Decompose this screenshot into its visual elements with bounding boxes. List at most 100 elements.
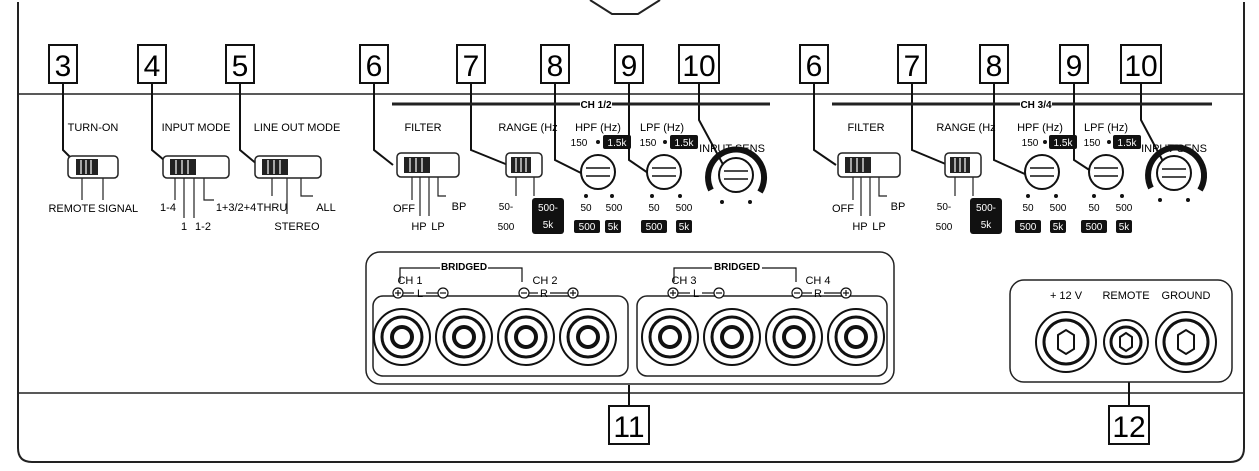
terminal-ch3-minus[interactable]	[703, 308, 761, 366]
ch12-lpf-mid: 150	[640, 138, 657, 149]
ch12-lpf-hi-hi: 5k	[679, 222, 691, 233]
ch34-lpf-lo: 50	[1088, 203, 1100, 214]
ch12-hpf-lo: 50	[580, 203, 592, 214]
ch12-filter-off: OFF	[393, 203, 415, 215]
power-12v-label: + 12 V	[1050, 290, 1083, 302]
terminal-ch2-minus[interactable]	[497, 308, 555, 366]
callout-10a: 10	[678, 44, 720, 84]
terminal-ch4-plus[interactable]	[827, 308, 885, 366]
bridged-label-a: BRIDGED	[441, 262, 487, 273]
turn-on-remote-label: REMOTE	[48, 203, 95, 215]
ch12-block: CH 1/2 FILTER OFF HP LP BP RANGE (Hz 50-…	[392, 100, 770, 234]
line-out-thru-label: THRU	[257, 202, 288, 214]
ch12-sens-arc	[705, 146, 767, 194]
speaker-terminal-posts	[373, 308, 885, 366]
ch12-range-lo-top: 50-	[499, 202, 513, 213]
hex-screw-icon	[1177, 328, 1195, 356]
ch12-sens-knob[interactable]	[718, 157, 754, 193]
terminal-ch1-minus[interactable]	[435, 308, 493, 366]
ch34-hpf-title: HPF (Hz)	[1017, 122, 1063, 134]
ch34-sens-knob[interactable]	[1156, 155, 1192, 191]
line-out-mode-switch-knob[interactable]	[262, 159, 288, 175]
terminal-ch4-minus[interactable]	[765, 308, 823, 366]
ch34-range-title: RANGE (Hz	[936, 122, 995, 134]
input-mode-1324-label: 1+3/2+4	[216, 202, 256, 214]
callout-3: 3	[48, 44, 78, 84]
hex-screw-icon	[1057, 328, 1075, 356]
callout-8b-number: 8	[986, 50, 1003, 83]
turn-on-switch-knob[interactable]	[76, 159, 98, 175]
callout-12-number: 12	[1112, 411, 1145, 444]
line-out-all-label: ALL	[316, 202, 336, 214]
ch12-range-hi-bot: 5k	[543, 220, 555, 231]
input-mode-1-2-label: 1-2	[195, 221, 211, 233]
ch12-lpf-lo: 50	[648, 203, 660, 214]
callout-8b: 8	[979, 44, 1009, 84]
turn-on-switch-group: TURN-ON REMOTE SIGNAL	[48, 122, 138, 215]
line-out-stereo-label: STEREO	[274, 221, 320, 233]
callout-8a: 8	[540, 44, 570, 84]
input-mode-1-4-label: 1-4	[160, 202, 176, 214]
callout-6b: 6	[799, 44, 829, 84]
input-mode-switch-knob[interactable]	[170, 159, 196, 175]
ch34-lpf-knob[interactable]	[1088, 154, 1124, 190]
ch12-lpf-lo-hi: 500	[646, 222, 663, 233]
ch4-label: CH 4	[805, 275, 830, 287]
callout-11-number: 11	[613, 411, 644, 444]
ch12-range-title: RANGE (Hz	[498, 122, 557, 134]
callout-9a-number: 9	[621, 50, 638, 83]
panel-outline	[17, 2, 1245, 463]
ch3-label: CH 3	[671, 275, 696, 287]
callout-5-number: 5	[232, 50, 249, 83]
ch34-hpf-knob[interactable]	[1024, 154, 1060, 190]
callout-9b: 9	[1059, 44, 1089, 84]
ch12-filter-switch-knob[interactable]	[404, 157, 430, 173]
ch34-header: CH 3/4	[1020, 100, 1052, 111]
ch34-hpf-lo: 50	[1022, 203, 1034, 214]
ch12-lpf-knob[interactable]	[646, 154, 682, 190]
ch34-hpf-hi: 500	[1050, 203, 1067, 214]
power-remote-label: REMOTE	[1102, 290, 1149, 302]
callout-9a: 9	[614, 44, 644, 84]
turn-on-signal-label: SIGNAL	[98, 203, 138, 215]
ch34-lpf-hi: 500	[1116, 203, 1133, 214]
terminal-12v[interactable]	[1035, 311, 1097, 373]
ch34-hpf-lo-hi: 500	[1020, 222, 1037, 233]
callout-12: 12	[1108, 405, 1150, 445]
terminal-ground[interactable]	[1155, 311, 1217, 373]
ch12-hpf-hi: 500	[606, 203, 623, 214]
callout-6b-number: 6	[806, 50, 823, 83]
terminal-ch1-plus[interactable]	[373, 308, 431, 366]
ch34-range-hi-bot: 5k	[981, 220, 993, 231]
ch12-range-hi-top: 500-	[538, 203, 558, 214]
ch12-hpf-knob[interactable]	[580, 154, 616, 190]
line-out-mode-title: LINE OUT MODE	[254, 122, 341, 134]
callout-4: 4	[137, 44, 167, 84]
terminal-ch3-plus[interactable]	[641, 308, 699, 366]
ch12-filter-lp: LP	[431, 221, 444, 233]
ch34-range-lo-bot: 500	[936, 222, 953, 233]
callout-6a-number: 6	[366, 50, 383, 83]
callout-11: 11	[608, 405, 650, 445]
ch12-lpf-hi: 500	[676, 203, 693, 214]
ch12-range-lo-bot: 500	[498, 222, 515, 233]
ch34-filter-bp: BP	[891, 201, 906, 213]
ch34-sens-arc	[1145, 144, 1207, 192]
terminal-remote[interactable]	[1103, 319, 1149, 365]
ch3-l-label: L	[693, 288, 699, 300]
ch34-filter-off: OFF	[832, 203, 854, 215]
callout-7b-number: 7	[904, 50, 921, 83]
terminal-ch2-plus[interactable]	[559, 308, 617, 366]
ch1-l-label: L	[417, 288, 423, 300]
ch12-hpf-lo-hi: 500	[579, 222, 596, 233]
ch1-label: CH 1	[397, 275, 422, 287]
callout-8a-number: 8	[547, 50, 564, 83]
input-mode-1-label: 1	[181, 221, 187, 233]
ch34-range-hi-badge	[970, 198, 1002, 234]
ch34-hpf-mid: 150	[1022, 138, 1039, 149]
callout-9b-number: 9	[1066, 50, 1083, 83]
ch34-lpf-mid-hi: 1.5k	[1118, 138, 1138, 149]
power-ground-label: GROUND	[1162, 290, 1211, 302]
ch34-filter-switch-knob[interactable]	[845, 157, 871, 173]
